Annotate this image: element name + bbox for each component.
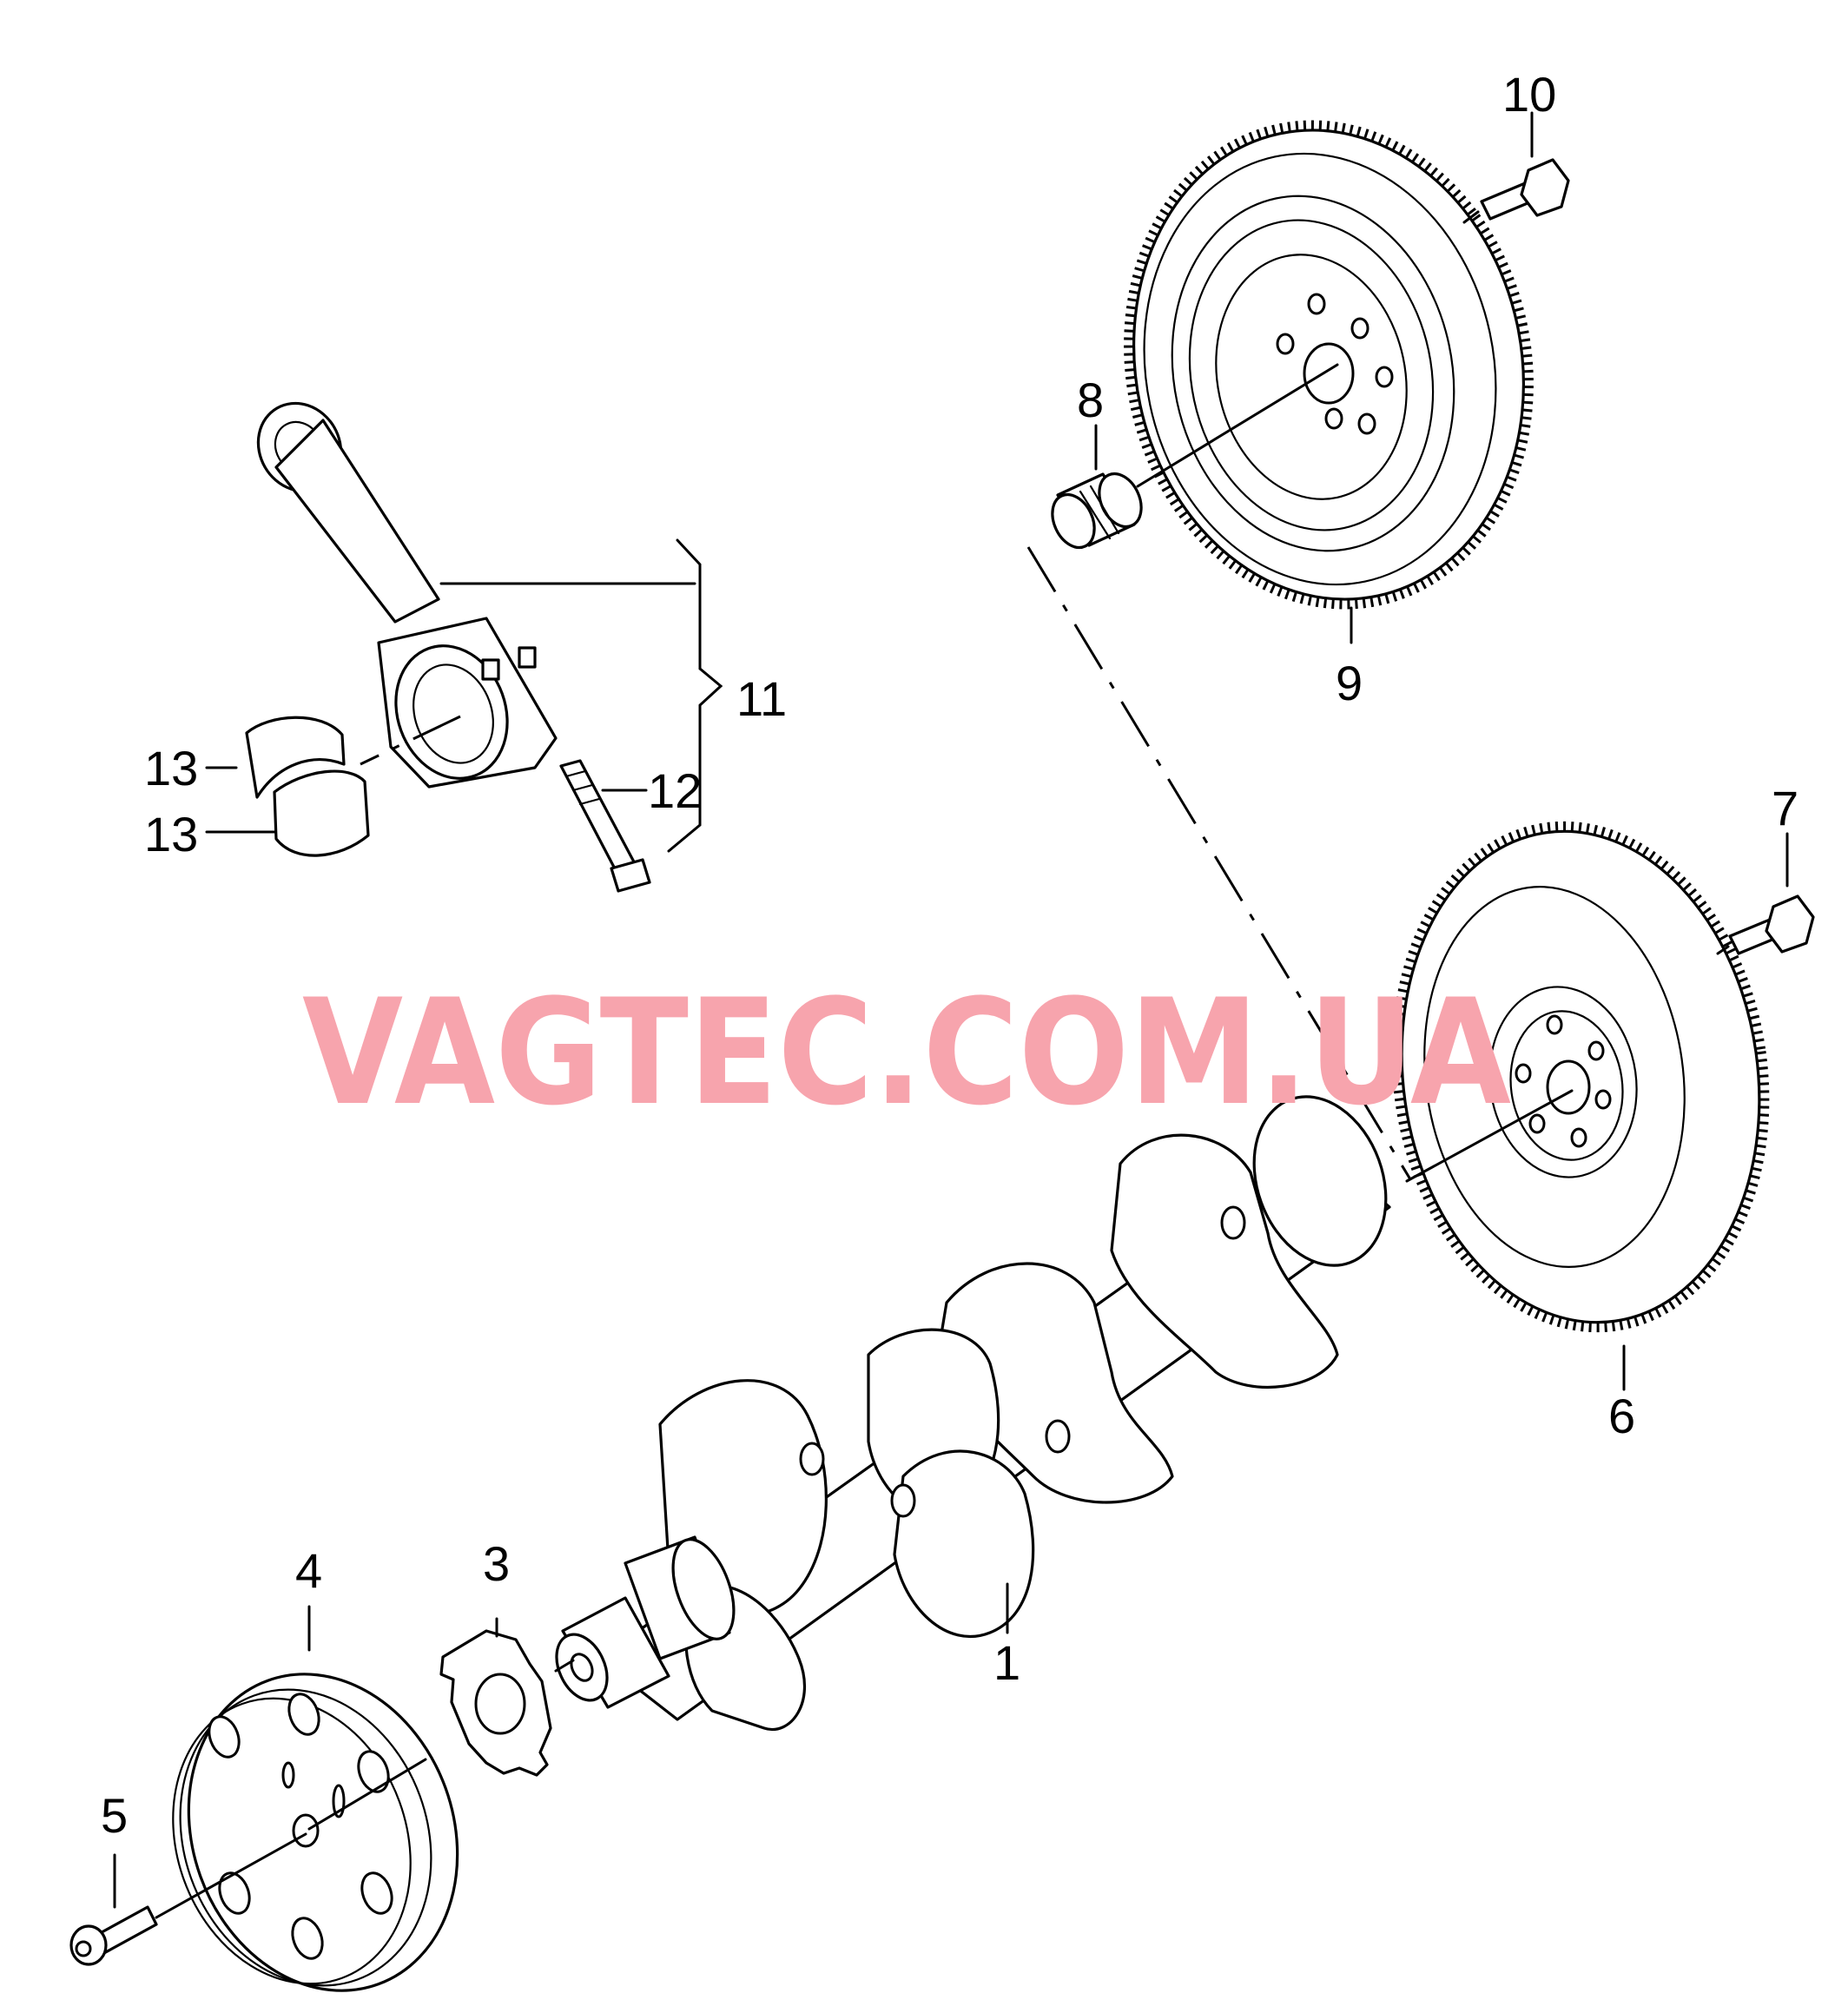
sender-wheel [439, 1617, 575, 1777]
callout-9: 9 [1336, 656, 1363, 710]
callout-12: 12 [648, 763, 702, 818]
pulley-bolt [69, 1832, 307, 1966]
callout-4: 4 [295, 1543, 322, 1598]
callout-8: 8 [1077, 373, 1104, 427]
vibration-damper-pulley [172, 1605, 459, 1992]
callout-3: 3 [483, 1536, 510, 1591]
callout-6: 6 [1608, 1389, 1635, 1443]
alignment-line [1026, 546, 1412, 1180]
callout-leaders [205, 111, 1789, 1391]
flywheel [1391, 821, 1770, 1333]
group-brace [667, 538, 723, 853]
needle-bearing [1051, 472, 1143, 550]
callout-11: 11 [736, 671, 787, 726]
callout-7: 7 [1772, 781, 1798, 835]
callout-13-lower: 13 [144, 807, 198, 861]
dual-mass-flywheel [1124, 120, 1534, 610]
callout-5: 5 [101, 1788, 128, 1843]
watermark-text: VAGTEC.COM.UA [302, 967, 1511, 1138]
callout-1: 1 [993, 1635, 1020, 1690]
callout-10: 10 [1502, 67, 1556, 122]
connecting-rod-bolt [559, 759, 651, 893]
crankshaft [555, 1095, 1391, 1732]
bearing-shells [245, 716, 370, 857]
flywheel-bolt [1716, 894, 1815, 955]
callout-13-upper: 13 [144, 741, 198, 795]
connecting-rod [256, 401, 696, 789]
flywheel-bolt-top [1462, 158, 1570, 224]
